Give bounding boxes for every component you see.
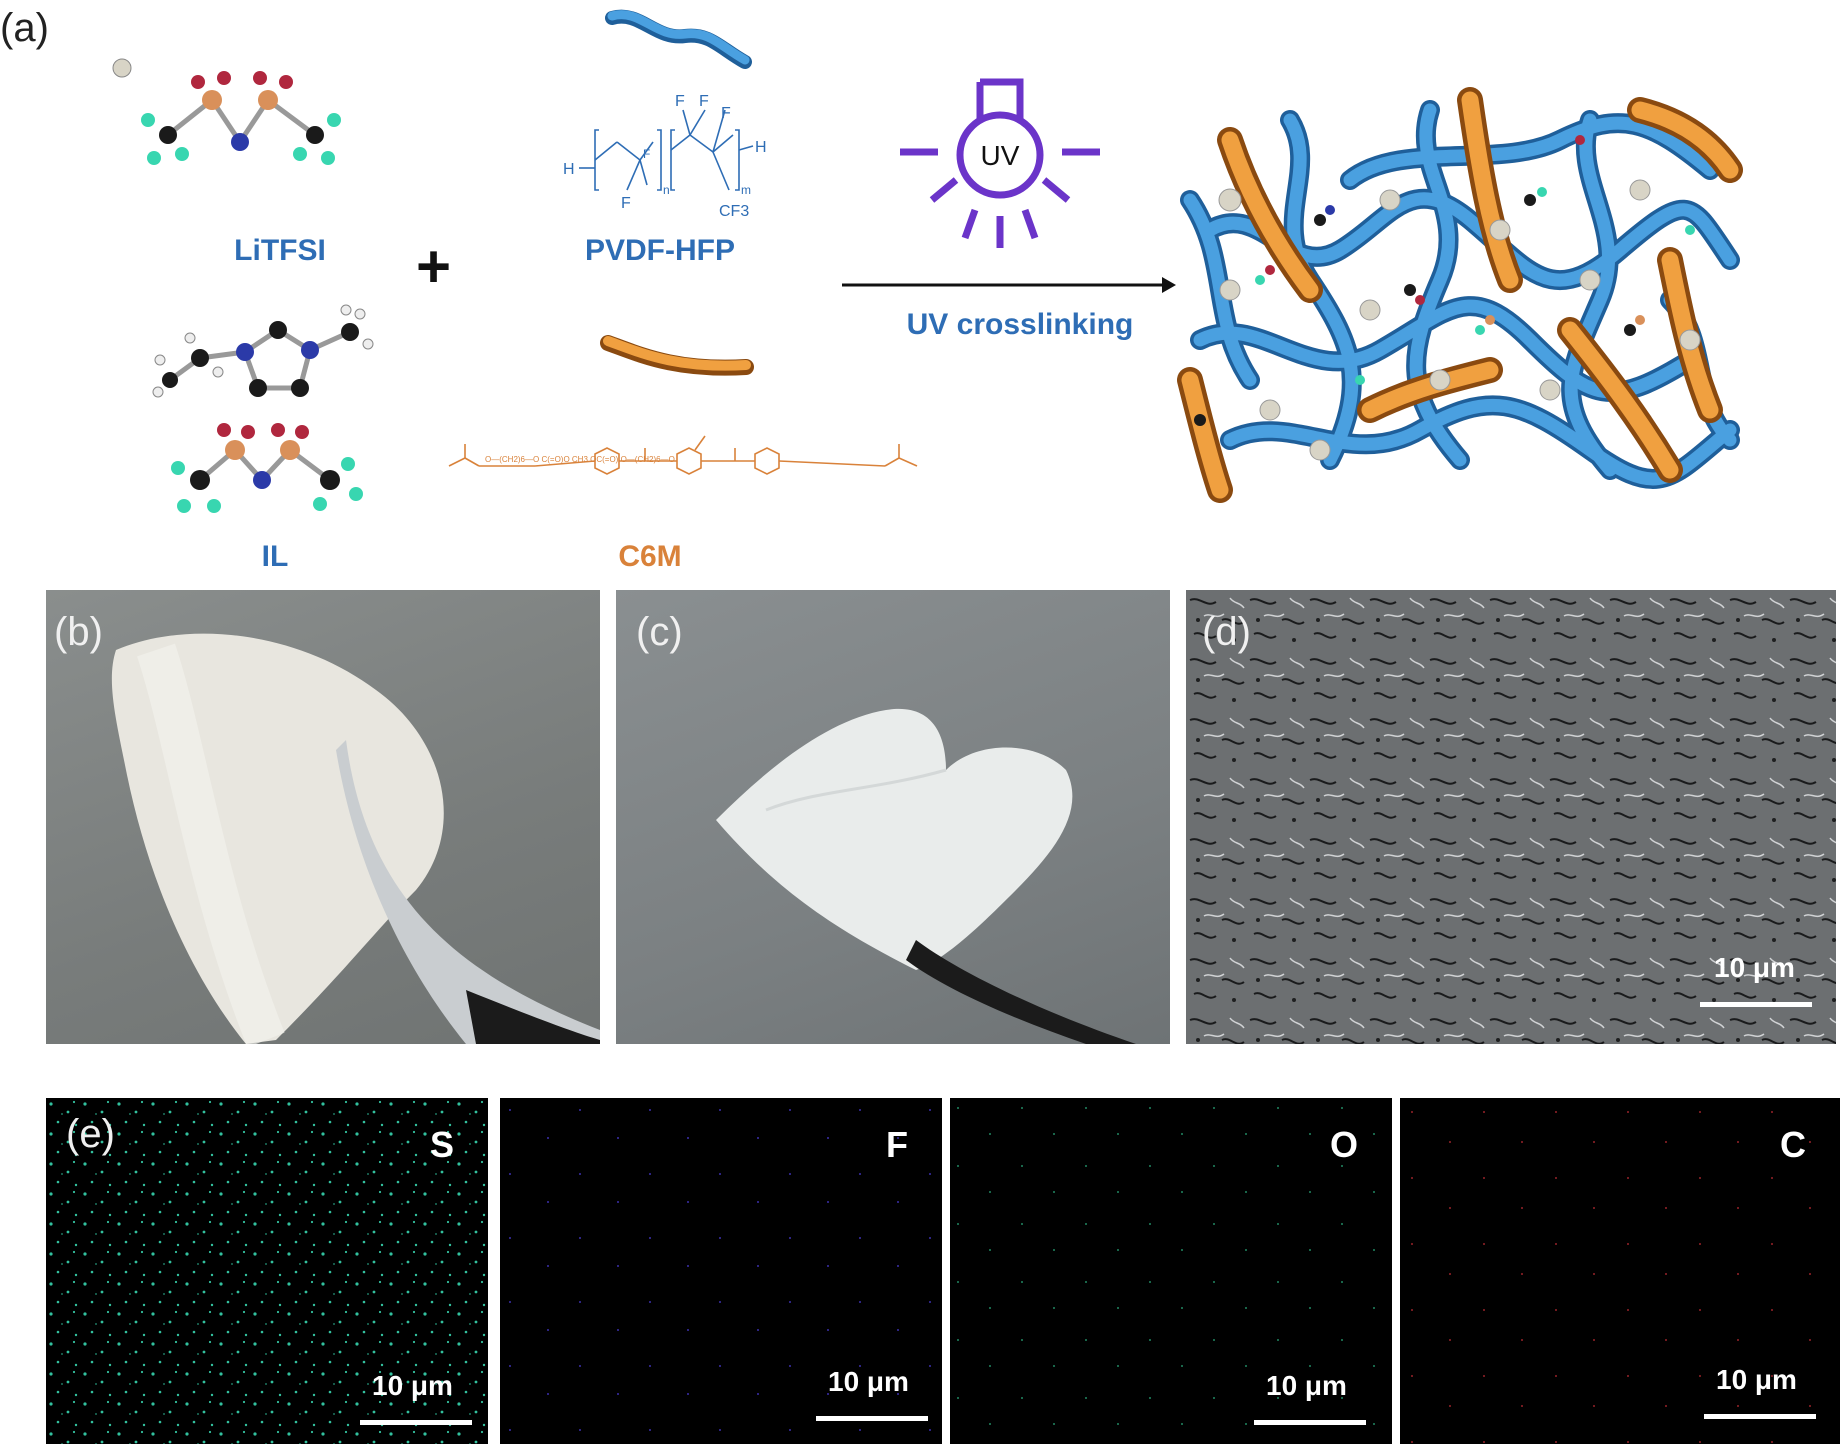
sem-scale-bar [1700,1002,1812,1007]
eds-map-c: C 10 μm [1400,1098,1840,1444]
eds-o-scale-bar [1254,1420,1366,1425]
uv-crosslinking-label: UV crosslinking [906,308,1134,341]
eds-s-scale-text: 10 μm [372,1370,453,1401]
pvdf-f4: F [699,93,709,110]
reaction-arrow-icon [842,277,1176,293]
pvdf-hfp-label: PVDF-HFP [585,234,735,267]
photo-film-folded: (c) [616,590,1170,1044]
panel-label-e: (e) [66,1112,115,1156]
pvdf-h-right: H [755,139,767,156]
il-molecule-icon [152,304,374,513]
pvdf-f1: F [621,195,631,212]
eds-element-c: C [1780,1124,1806,1165]
c6m-label: C6M [618,540,682,573]
sem-scale-text: 10 μm [1714,952,1795,983]
eds-map-f: F 10 μm [500,1098,942,1444]
eds-map-s: (e) S 10 μm [46,1098,488,1444]
eds-f-scale-text: 10 μm [828,1366,909,1397]
uv-lamp-icon: UV [900,78,1100,248]
litfsi-molecule-icon [112,58,341,165]
uv-bulb-text: UV [981,140,1020,171]
pvdf-f3: F [675,93,685,110]
sem-texture [1186,590,1836,1044]
pvdf-hfp-structure: H H F F F F F CF3 n m [563,93,767,220]
pvdf-n: n [663,183,670,197]
eds-s-scale-bar [360,1420,472,1425]
eds-s-dots [46,1098,488,1444]
eds-o-dots [950,1098,1392,1444]
panel-label-a: (a) [0,6,49,50]
pvdf-h-left: H [563,161,575,178]
eds-element-f: F [886,1124,908,1165]
pvdf-hfp-strand-icon [605,9,752,69]
pvdf-cf3: CF3 [719,203,749,220]
eds-c-scale-text: 10 μm [1716,1364,1797,1395]
eds-element-o: O [1329,1124,1358,1165]
eds-c-scale-bar [1704,1414,1816,1419]
plus-sign: + [416,233,452,300]
pvdf-f5: F [721,105,731,122]
eds-o-scale-text: 10 μm [1266,1370,1347,1401]
eds-f-dots [500,1098,942,1444]
pvdf-m: m [741,183,751,197]
eds-map-o: O 10 μm [950,1098,1392,1444]
c6m-strand-icon [600,335,754,376]
c6m-structure: O—(CH2)6—O C(=O)O CH3 OC(=O) O—(CH2)6—O [448,435,918,475]
photo-film-rolled: (b) [46,590,600,1044]
panel-label-c: (c) [636,610,683,654]
eds-c-dots [1400,1098,1840,1444]
pvdf-f2: F [643,147,650,161]
rolled-film-shape [111,633,600,1044]
il-label: IL [261,540,289,573]
sem-image: (d) 10 μm [1186,590,1836,1044]
eds-element-s: S [429,1124,454,1165]
crosslinked-network-illustration [1177,87,1743,503]
litfsi-label: LiTFSI [234,234,326,267]
panel-label-d: (d) [1202,610,1251,654]
folded-film-shape [716,708,1136,1044]
eds-f-scale-bar [816,1416,928,1421]
c6m-formula-text: O—(CH2)6—O C(=O)O CH3 OC(=O) O—(CH2)6—O [485,455,675,464]
panel-label-b: (b) [54,610,103,654]
